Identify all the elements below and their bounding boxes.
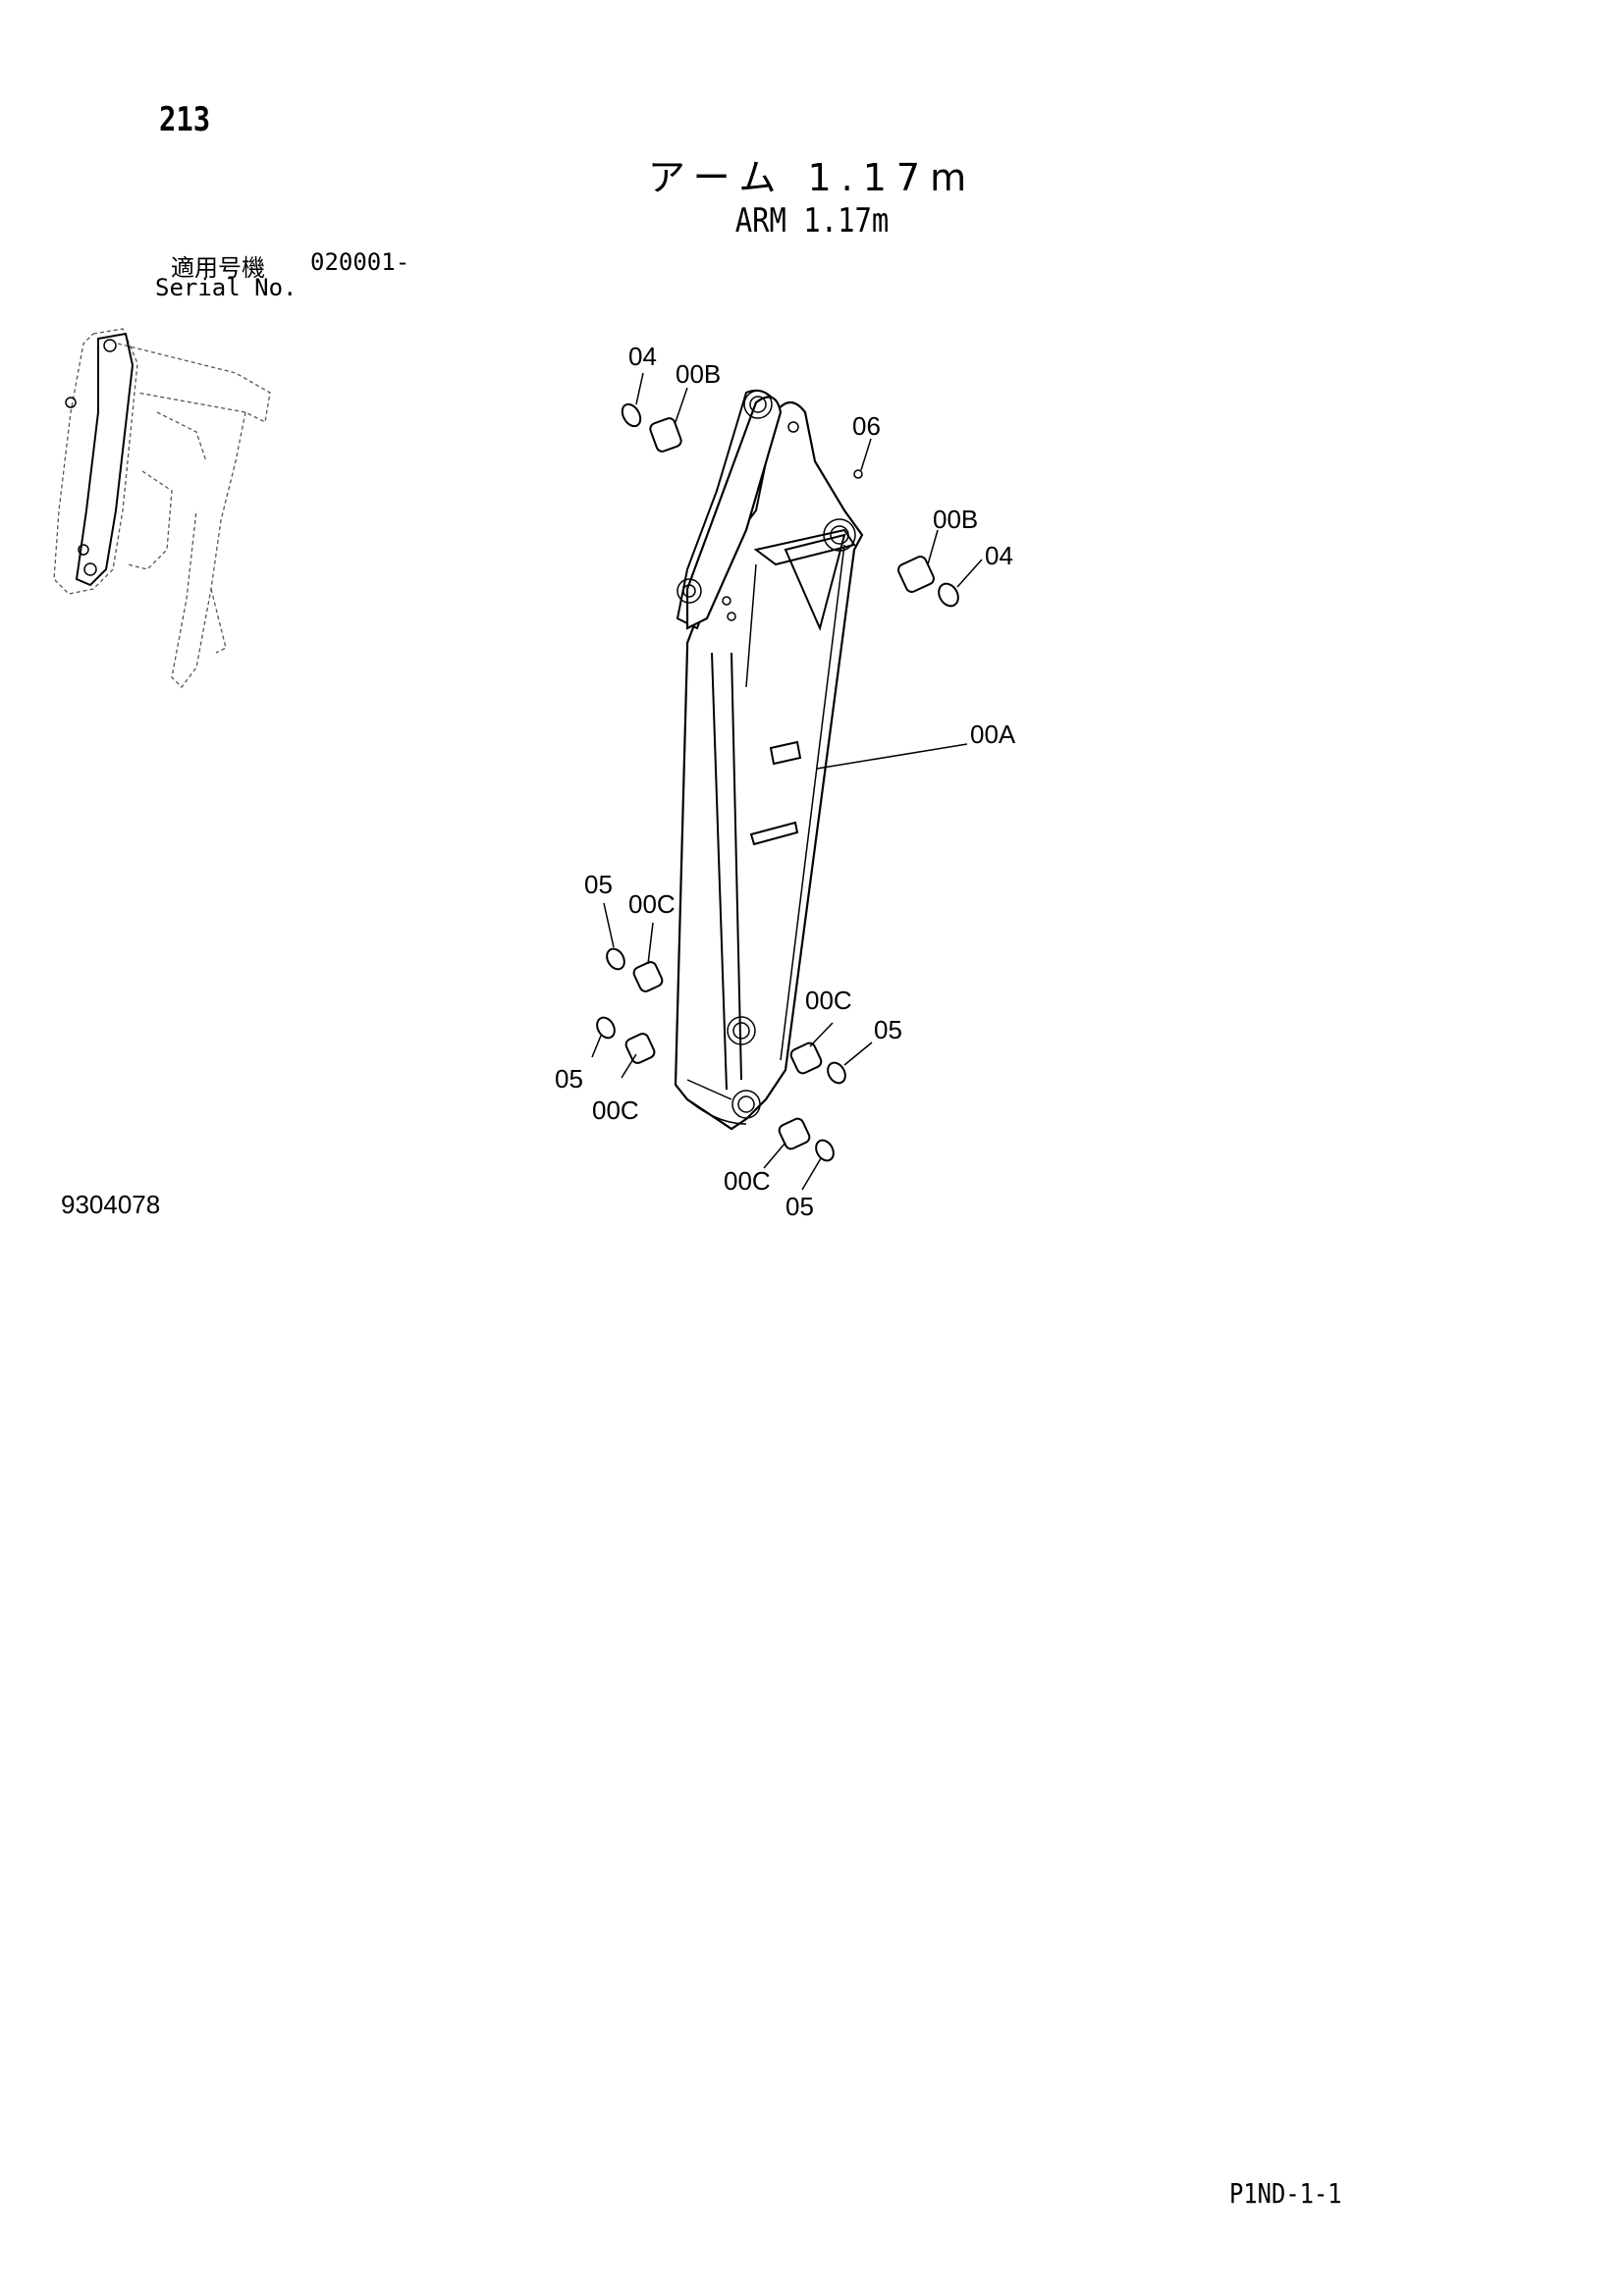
callout-00c-bottom: 00C [724,1166,771,1196]
bushings-and-rings [596,402,959,1162]
callout-00a: 00A [970,720,1016,749]
excavator-thumbnail [53,328,271,688]
leader-lines [591,372,983,1191]
title-japanese: アーム 1.17m [647,156,977,199]
callout-00b-right: 00B [933,505,978,534]
callout-00c-left-lower: 00C [592,1095,639,1125]
arm-body [674,389,864,1131]
callout-labels: 04 00B 06 00B 04 00A 05 00C 00C 05 05 00… [555,342,1016,1221]
callout-00c-right-upper: 00C [805,986,852,1015]
callout-05-bottom: 05 [785,1192,814,1221]
callout-05-right-upper: 05 [874,1015,902,1044]
serial-label-english: Serial No. [155,274,298,301]
title-english: ARM 1.17m [734,201,890,240]
footer-code: P1ND-1-1 [1229,2177,1342,2210]
callout-00c-left-upper: 00C [628,889,676,919]
callout-06: 06 [852,411,881,441]
callout-05-left-lower: 05 [555,1064,583,1094]
callout-04-right: 04 [985,541,1013,570]
callout-04-top: 04 [628,342,657,371]
page-number: 213 [159,100,211,139]
callout-05-left-upper: 05 [584,870,613,899]
callout-00b-top: 00B [676,359,721,389]
serial-range: 020001- [310,248,410,276]
serial-label-japanese: 適用号機 [171,254,265,282]
drawing-number: 9304078 [61,1190,161,1219]
